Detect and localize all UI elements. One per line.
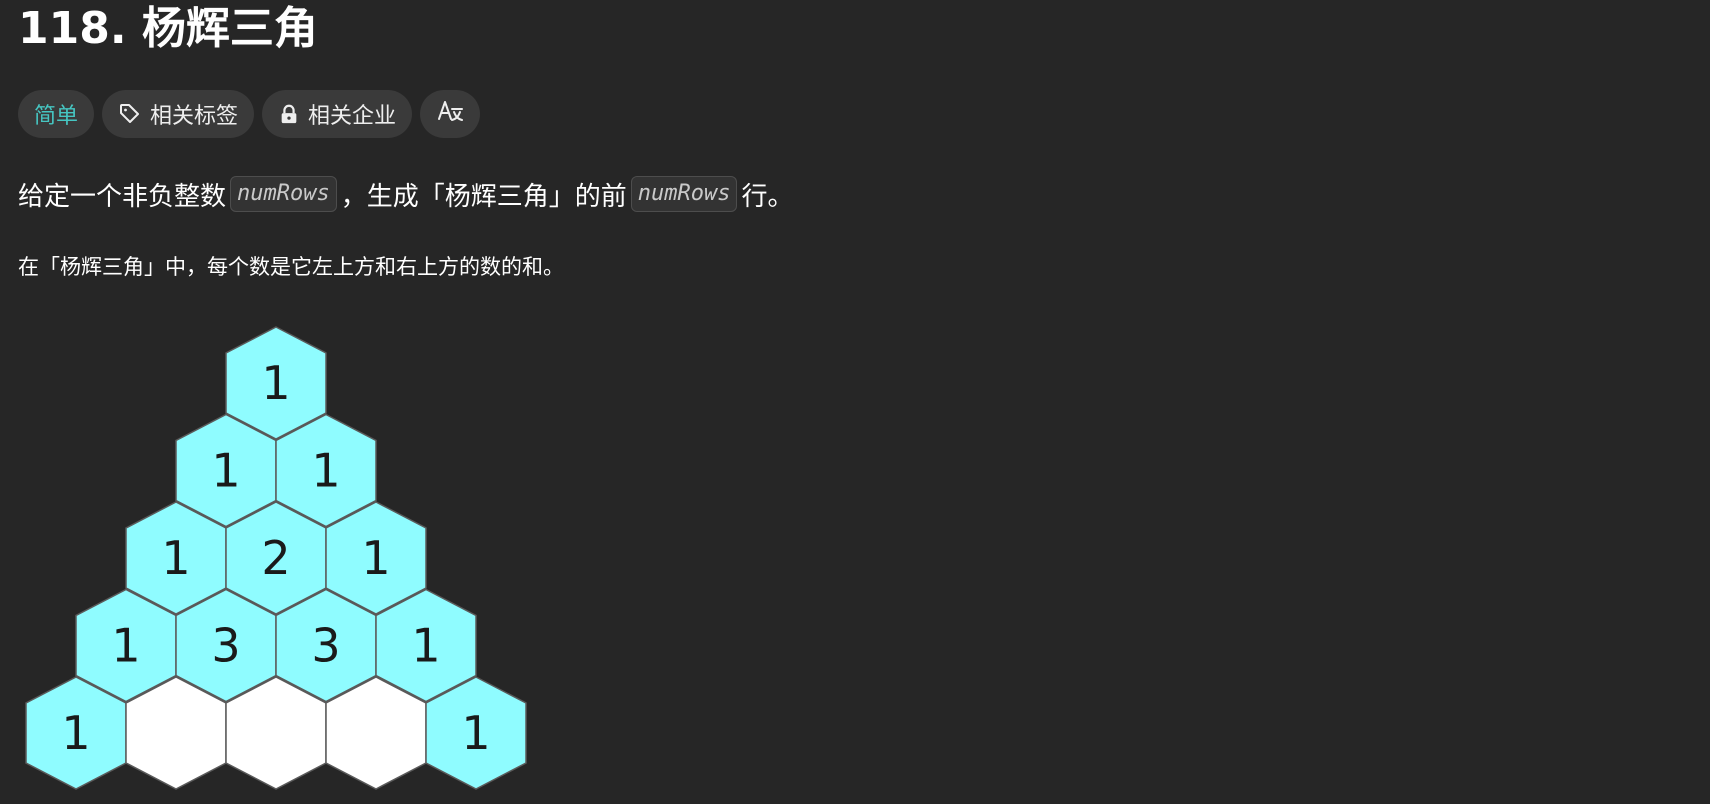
triangle-cell bbox=[175, 413, 277, 528]
triangle-cell bbox=[375, 588, 477, 703]
rule-description: 在「杨辉三角」中，每个数是它左上方和右上方的数的和。 bbox=[18, 255, 564, 279]
triangle-cell-value: 1 bbox=[161, 531, 190, 585]
description-text: ，生成「杨辉三角」的前 bbox=[340, 181, 627, 212]
triangle-cell bbox=[325, 676, 427, 790]
triangle-cell bbox=[75, 588, 177, 703]
triangle-cell-value: 1 bbox=[311, 444, 340, 498]
triangle-cell bbox=[225, 501, 327, 615]
triangle-cell-value: 2 bbox=[261, 531, 290, 585]
inline-code-numrows: numRows bbox=[230, 176, 337, 212]
translate-button[interactable] bbox=[420, 90, 481, 138]
triangle-cell bbox=[425, 676, 527, 790]
triangle-cell bbox=[225, 676, 327, 790]
triangle-cell bbox=[125, 501, 227, 615]
triangle-cell bbox=[325, 501, 427, 615]
description-text: 给定一个非负整数 bbox=[18, 181, 227, 212]
triangle-cell-value: 1 bbox=[361, 531, 390, 585]
triangle-cell bbox=[25, 676, 127, 790]
triangle-cell-value: 1 bbox=[461, 706, 490, 760]
tag-icon bbox=[118, 102, 142, 126]
triangle-cell bbox=[125, 676, 227, 790]
triangle-cell-value: 3 bbox=[311, 619, 340, 673]
triangle-cell bbox=[275, 413, 377, 528]
triangle-cell-value: 1 bbox=[111, 619, 140, 673]
triangle-cell-value: 1 bbox=[411, 619, 440, 673]
related-companies-button[interactable]: 相关企业 bbox=[262, 90, 413, 138]
difficulty-badge[interactable]: 简单 bbox=[18, 90, 95, 138]
description-text: 行。 bbox=[741, 181, 794, 212]
triangle-cell bbox=[175, 588, 277, 703]
translate-icon bbox=[437, 98, 464, 130]
related-companies-label: 相关企业 bbox=[308, 104, 397, 129]
tag-bar: 简单 相关标签 相关企业 bbox=[18, 90, 481, 138]
triangle-cell-value: 1 bbox=[261, 356, 290, 410]
related-tags-label: 相关标签 bbox=[150, 104, 239, 129]
triangle-cell bbox=[225, 326, 327, 440]
related-tags-button[interactable]: 相关标签 bbox=[102, 90, 255, 138]
problem-description: 给定一个非负整数 numRows ，生成「杨辉三角」的前 numRows 行。 bbox=[18, 172, 793, 216]
difficulty-label: 简单 bbox=[34, 104, 79, 129]
lock-icon bbox=[278, 103, 300, 125]
triangle-cell-value: 3 bbox=[211, 619, 240, 673]
triangle-cell-value: 1 bbox=[211, 444, 240, 498]
problem-title: 118. 杨辉三角 bbox=[18, 3, 318, 54]
triangle-cell bbox=[275, 588, 377, 703]
triangle-cell-value: 1 bbox=[61, 706, 90, 760]
inline-code-numrows: numRows bbox=[630, 176, 738, 212]
